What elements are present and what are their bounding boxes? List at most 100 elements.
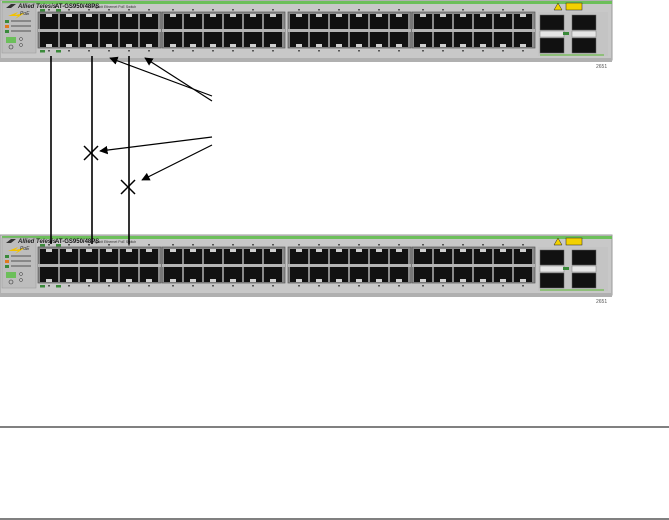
callout-arrow (144, 57, 213, 102)
port-latch (126, 249, 132, 252)
rj45-port (120, 249, 138, 264)
port-latch (210, 279, 216, 282)
port-latch (126, 279, 132, 282)
sfp-slot (571, 37, 597, 54)
sfp-slot (539, 249, 565, 266)
sfp-label-plate (571, 30, 597, 38)
switch-base-edge (0, 58, 612, 62)
port-latch (336, 44, 342, 47)
sfp-slot (539, 14, 565, 31)
warning-icon (553, 237, 563, 246)
rj45-port (414, 14, 432, 29)
rj45-port (264, 14, 282, 29)
port-latch (170, 249, 176, 252)
port-number (442, 285, 444, 287)
figure-id: 2651 (596, 299, 607, 305)
rj45-port (60, 32, 78, 47)
rj45-port (494, 249, 512, 264)
port-number (68, 244, 70, 246)
port-latch (440, 44, 446, 47)
port-latch (440, 14, 446, 17)
rj45-port (100, 14, 118, 29)
sfp-slot (571, 249, 597, 266)
sfp-led (563, 32, 569, 35)
port-latch (420, 249, 426, 252)
port-number (482, 50, 484, 52)
rj45-port (224, 267, 242, 282)
rj45-port (244, 267, 262, 282)
port-latch (500, 44, 506, 47)
rj45-port (120, 32, 138, 47)
sfp-slot (571, 272, 597, 289)
port-number (88, 285, 90, 287)
rj45-port (120, 14, 138, 29)
port-number (462, 9, 464, 11)
port-number (48, 244, 50, 246)
rj45-port (80, 267, 98, 282)
port-number (298, 9, 300, 11)
port-number (398, 244, 400, 246)
rj45-port (494, 32, 512, 47)
port-divider (38, 264, 161, 267)
port-number (378, 244, 380, 246)
port-number (398, 9, 400, 11)
port-latch (190, 44, 196, 47)
port-number (482, 244, 484, 246)
port-latch (500, 279, 506, 282)
port-number (192, 244, 194, 246)
rj45-port (244, 249, 262, 264)
rj45-port (140, 32, 158, 47)
rj45-port (40, 14, 58, 29)
rj45-port (244, 32, 262, 47)
port-number (108, 50, 110, 52)
rj45-port (310, 14, 328, 29)
port-latch (230, 249, 236, 252)
poe-label: PoE (20, 246, 30, 252)
port-latch (270, 44, 276, 47)
port-number (108, 9, 110, 11)
port-number (192, 9, 194, 11)
laser-label (565, 2, 583, 11)
port-latch (480, 14, 486, 17)
port-number (358, 244, 360, 246)
port-number (192, 50, 194, 52)
port-latch (420, 44, 426, 47)
port-number (252, 285, 254, 287)
port-number (482, 9, 484, 11)
port-number (212, 50, 214, 52)
description-label: Gigabit Ethernet PoE Switch (92, 5, 136, 9)
port-latch (500, 14, 506, 17)
port-number (482, 285, 484, 287)
port-latch (106, 249, 112, 252)
port-latch (46, 14, 52, 17)
port-number (128, 50, 130, 52)
port-latch (356, 249, 362, 252)
port-latch (500, 249, 506, 252)
rj45-port (204, 32, 222, 47)
port-latch (316, 249, 322, 252)
status-led (5, 255, 9, 258)
rj45-port (390, 14, 408, 29)
port-latch (460, 249, 466, 252)
port-latch (296, 44, 302, 47)
port-number (502, 9, 504, 11)
port-latch (376, 14, 382, 17)
port-number (148, 50, 150, 52)
port-number (212, 285, 214, 287)
port-number (462, 50, 464, 52)
rj45-port (100, 267, 118, 282)
port-latch (170, 279, 176, 282)
port-number (252, 244, 254, 246)
port-divider (162, 29, 285, 32)
led-indicator (19, 37, 23, 41)
rj45-port (80, 14, 98, 29)
port-latch (520, 14, 526, 17)
rj45-port (290, 249, 308, 264)
port-latch (250, 249, 256, 252)
rj45-port (310, 249, 328, 264)
warning-icon (553, 2, 563, 11)
port-number (68, 50, 70, 52)
callout-arrow (99, 136, 213, 155)
sfp-legend (540, 289, 604, 291)
rj45-port (184, 32, 202, 47)
